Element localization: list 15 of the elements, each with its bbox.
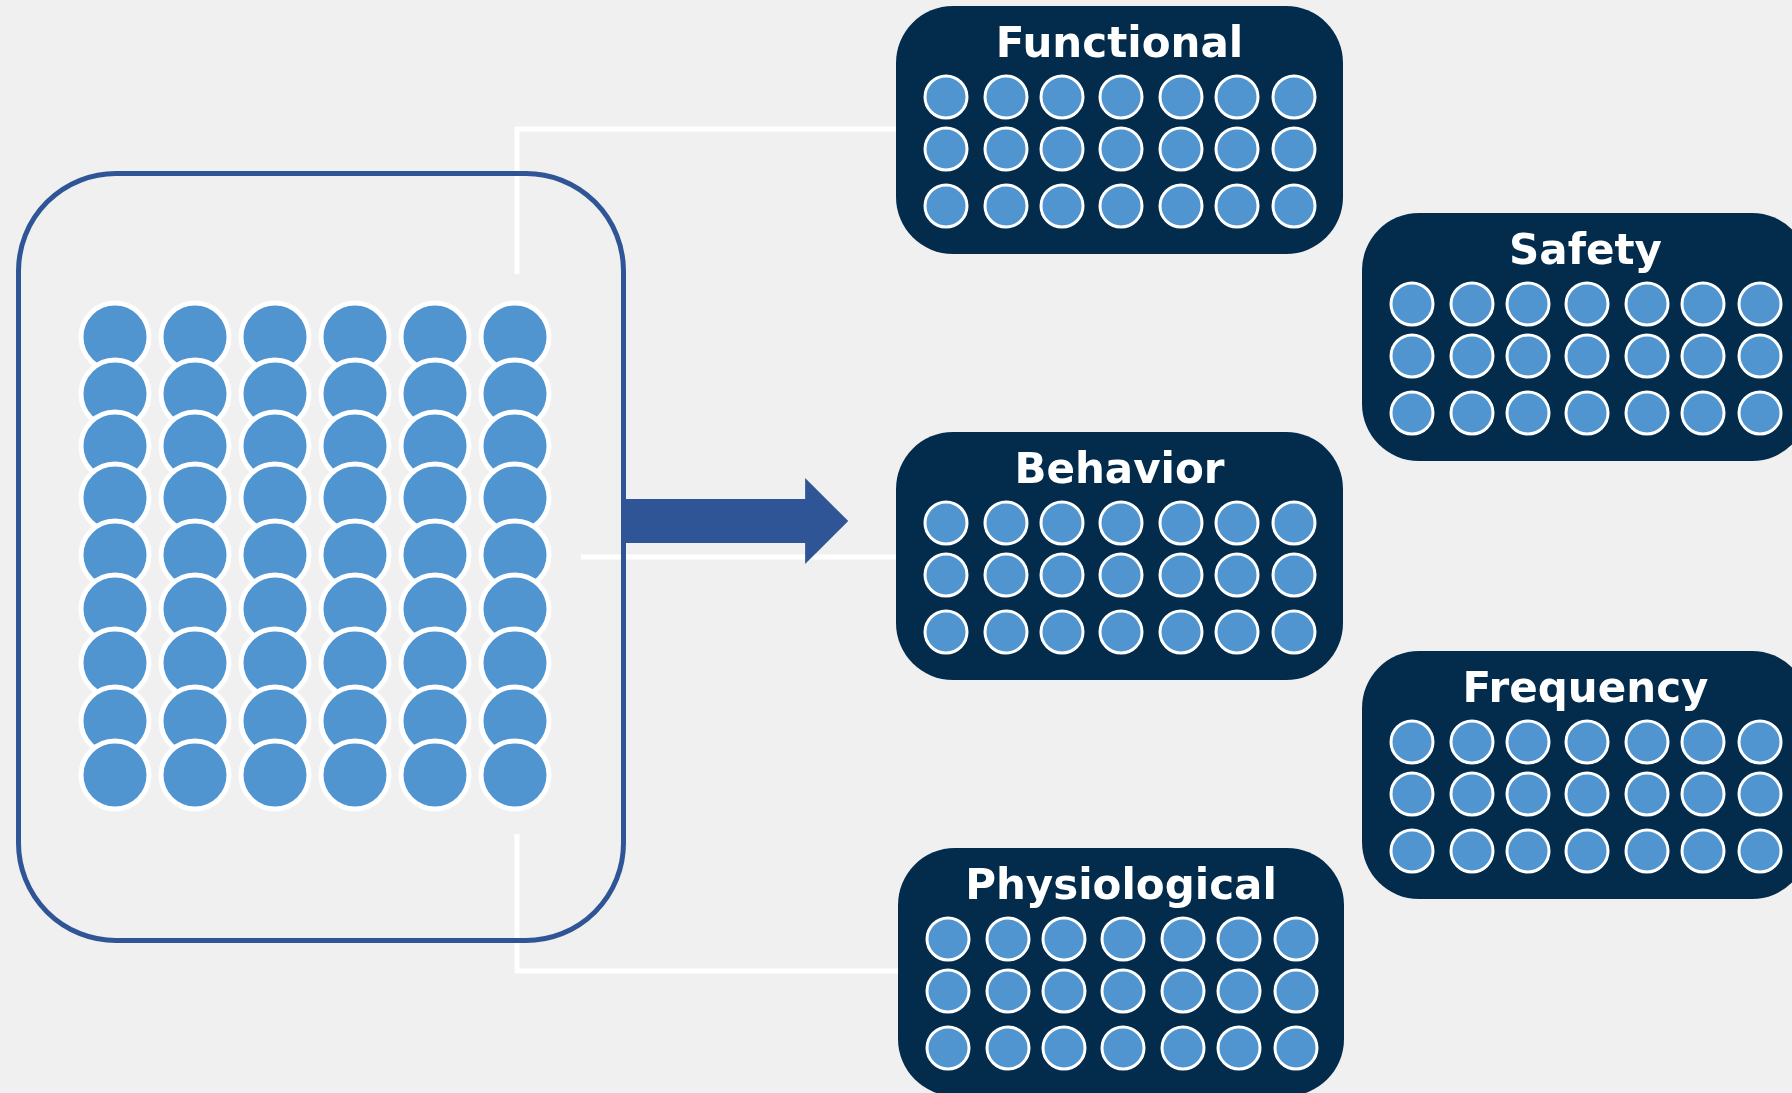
panel-title: Physiological [964, 860, 1278, 910]
panel-title: Safety [1508, 225, 1663, 275]
category-panel [1362, 651, 1792, 899]
category-panel [896, 6, 1343, 254]
container-box [16, 171, 626, 943]
category-panel [896, 432, 1343, 680]
category-panel [898, 848, 1344, 1093]
category-panel [1362, 213, 1792, 461]
panel-title: Frequency [1461, 663, 1710, 713]
connector-line [514, 834, 898, 974]
arrow [626, 478, 849, 564]
panel-title: Behavior [1013, 444, 1226, 494]
connector-line [581, 554, 896, 560]
panel-title: Functional [994, 18, 1245, 68]
connector-line [514, 126, 896, 274]
